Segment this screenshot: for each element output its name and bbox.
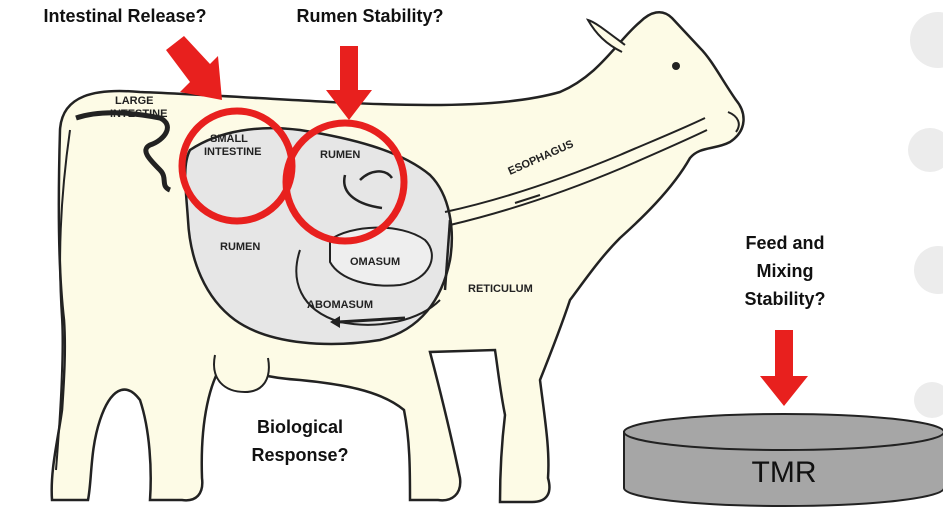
background-dots: [908, 12, 943, 418]
question-feed-line3: Stability?: [720, 285, 850, 313]
question-feed-line1: Feed and: [720, 229, 850, 257]
arrow-feed: [760, 330, 808, 406]
tmr-cylinder: TMR: [624, 414, 943, 506]
question-feed-line2: Mixing: [720, 257, 850, 285]
question-rumen-stability: Rumen Stability?: [270, 2, 470, 30]
question-intestinal-release: Intestinal Release?: [0, 2, 250, 30]
cow-ear: [588, 20, 625, 52]
cow-udder: [214, 355, 269, 392]
label-small-intestine-1: SMALL: [210, 133, 248, 145]
label-small-intestine-2: INTESTINE: [204, 146, 261, 158]
cow-eye: [672, 62, 680, 70]
arrow-intestinal: [166, 36, 222, 100]
label-reticulum: RETICULUM: [468, 283, 533, 295]
label-rumen-upper: RUMEN: [320, 149, 360, 161]
tmr-label: TMR: [752, 456, 817, 489]
label-omasum: OMASUM: [350, 256, 400, 268]
label-abomasum: ABOMASUM: [307, 299, 373, 311]
label-large-intestine-2: INTESTINE: [110, 108, 167, 120]
question-biological-response: Biological Response?: [230, 413, 370, 469]
question-bio-line2: Response?: [230, 441, 370, 469]
question-bio-line1: Biological: [230, 413, 370, 441]
label-rumen-lower: RUMEN: [220, 241, 260, 253]
question-feed-mixing: Feed and Mixing Stability?: [720, 229, 850, 313]
label-large-intestine-1: LARGE: [115, 95, 154, 107]
